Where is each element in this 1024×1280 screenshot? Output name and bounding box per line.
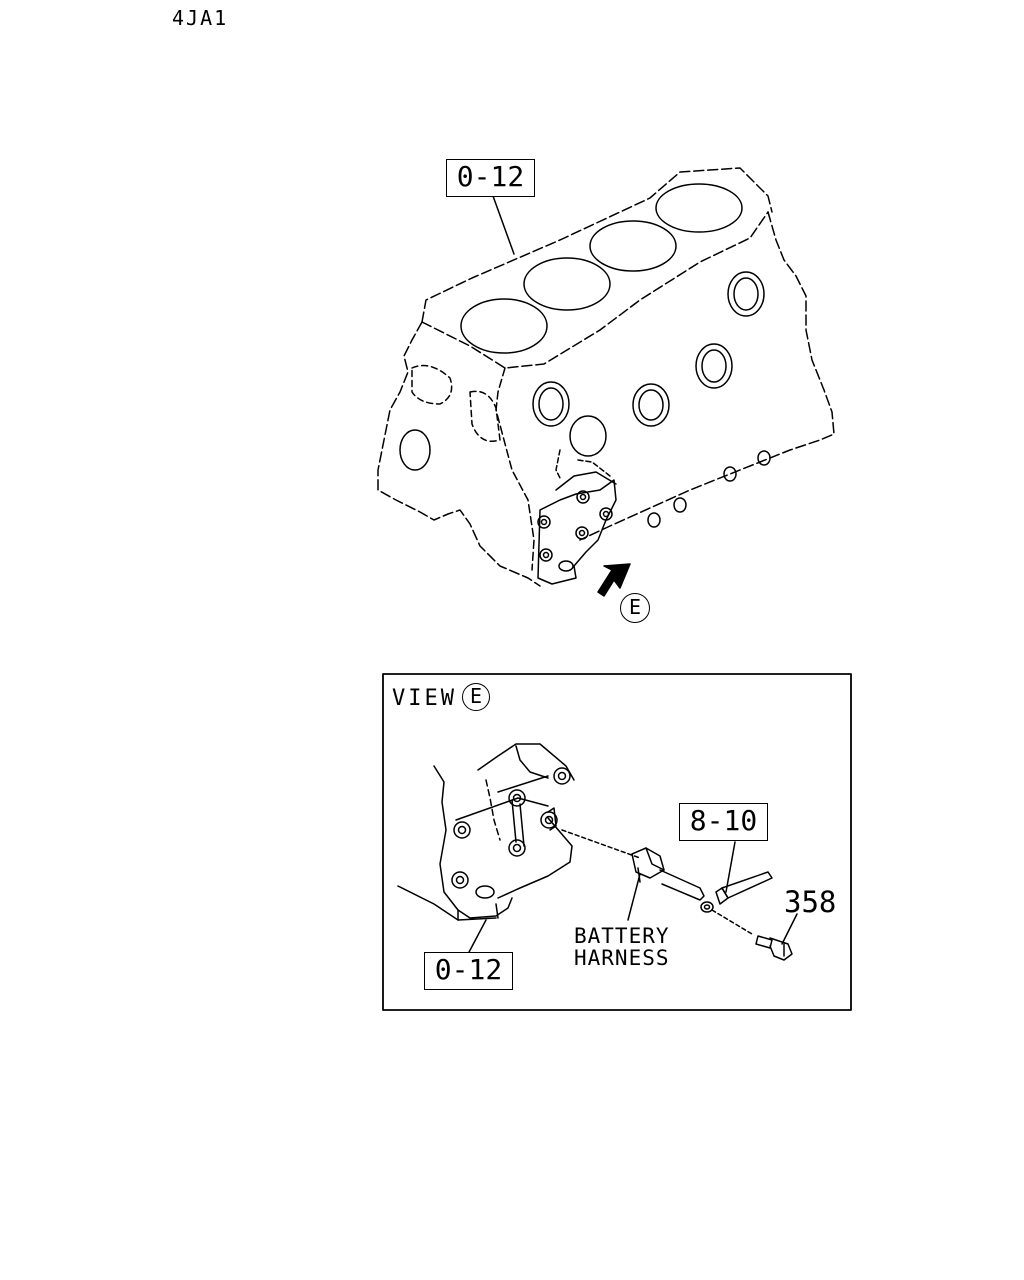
- cylinder-block-drawing: [377, 167, 835, 597]
- part-callout-bolt[interactable]: 358: [784, 885, 837, 919]
- battery-harness-label-line2: HARNESS: [574, 946, 670, 970]
- view-e-frame: [382, 673, 852, 1011]
- view-title-marker: E: [462, 683, 490, 711]
- part-callout-stud[interactable]: 8-10: [679, 803, 768, 841]
- part-callout-block[interactable]: 0-12: [446, 159, 535, 197]
- view-e-marker: E: [620, 593, 650, 623]
- battery-harness-label-line1: BATTERY: [574, 924, 670, 948]
- view-e-drawing: [397, 743, 798, 961]
- engine-code-label: 4JA1: [172, 6, 229, 30]
- part-callout-block-detail[interactable]: 0-12: [424, 952, 513, 990]
- view-title: VIEW: [392, 686, 457, 711]
